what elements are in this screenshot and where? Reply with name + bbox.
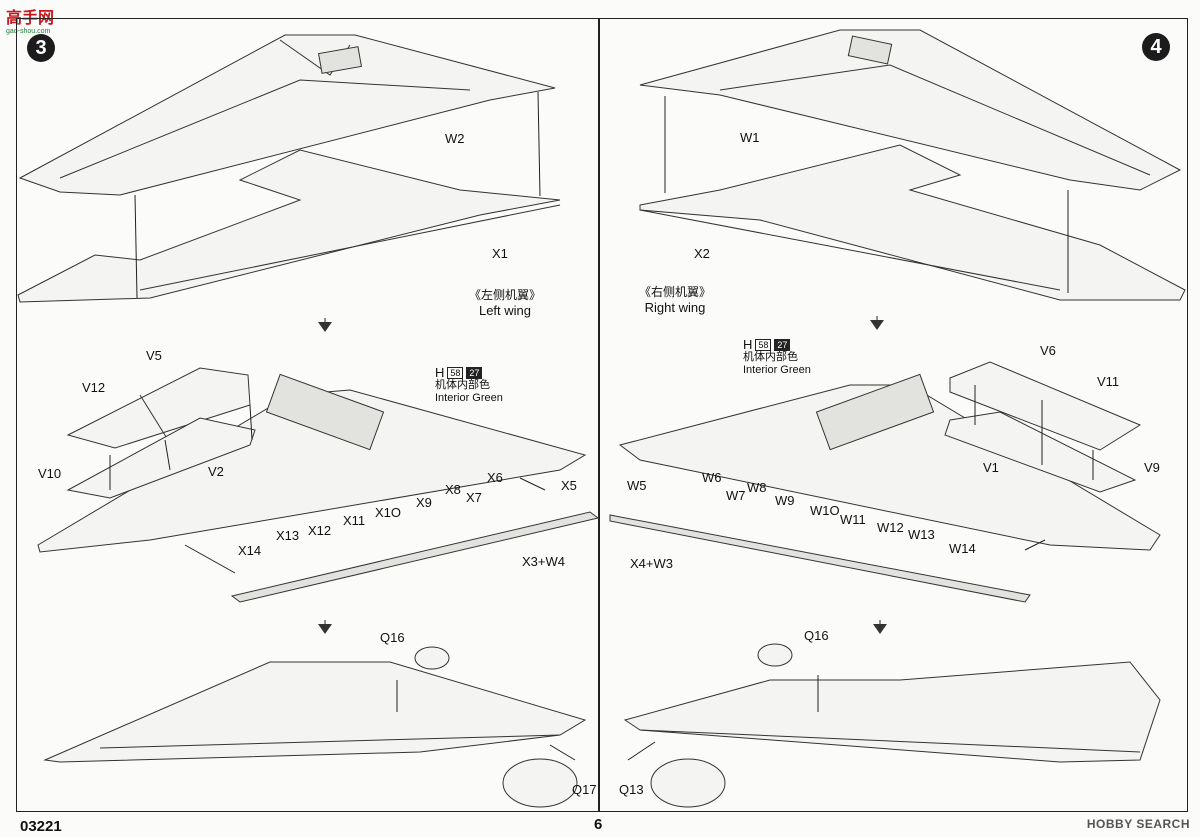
paint-code-box-dark: 27 [466, 366, 483, 379]
left-wing-top-upper-half [18, 34, 556, 196]
step-3-marker: 3 [27, 34, 55, 62]
left-wing-bottom [43, 646, 587, 808]
part-label: W1 [740, 130, 760, 145]
part-label: X8 [445, 482, 461, 497]
part-label: X1 [492, 246, 508, 261]
right-wing-bottom [623, 643, 1161, 808]
part-label: V10 [38, 466, 62, 481]
part-label: X11 [343, 513, 366, 528]
paint-code-box: 58 [755, 338, 772, 351]
part-label: W8 [747, 480, 767, 495]
right-wing-middle [609, 361, 1161, 634]
watermark: HOBBY SEARCH [1086, 817, 1190, 831]
part-label: V11 [1097, 374, 1120, 389]
part-label: V1 [983, 460, 999, 475]
page-border [16, 18, 1188, 812]
paint-name-en: Interior Green [435, 392, 503, 404]
catalog-number: 03221 [20, 818, 62, 835]
right-wing-caption-zh: 《右侧机翼》 [638, 285, 711, 299]
right-wing-caption-en: Right wing [644, 300, 706, 315]
left-wing-top-lower-half [17, 149, 561, 303]
part-label: V5 [146, 348, 162, 363]
left-paint-callout: H 58 27 机体内部色 Interior Green [435, 366, 503, 405]
paint-name-zh: 机体内部色 [435, 379, 490, 391]
part-label: W2 [445, 131, 465, 146]
paint-letter: H [743, 337, 753, 352]
part-label: X3+W4 [522, 554, 565, 569]
part-label: X14 [238, 543, 262, 558]
left-wing-caption-zh: 《左侧机翼》 [468, 288, 541, 302]
part-label: X5 [561, 478, 577, 493]
part-label: X12 [308, 523, 332, 538]
part-label: W11 [840, 512, 866, 527]
left-wing-middle [37, 367, 600, 634]
paint-name-en: Interior Green [743, 364, 811, 376]
panel-divider [598, 18, 600, 812]
left-wing-caption: 《左侧机翼》 Left wing [450, 286, 560, 318]
left-wing-caption-en: Left wing [478, 303, 532, 318]
part-label: X9 [416, 495, 432, 510]
right-wing-top-upper-half [639, 29, 1182, 191]
left-top-arrows [134, 91, 541, 332]
part-label: X2 [694, 246, 710, 261]
paint-code-box: 58 [447, 366, 464, 379]
right-wing-top-lower-half [639, 144, 1186, 301]
part-label: X4+W3 [630, 556, 673, 571]
paint-name-zh: 机体内部色 [743, 351, 798, 363]
site-logo-subtext: gao-shou.com [6, 28, 51, 35]
part-label: X6 [487, 470, 503, 485]
part-label: V9 [1144, 460, 1160, 475]
right-wing-caption: 《右侧机翼》 Right wing [620, 283, 730, 315]
part-label: W1O [810, 503, 840, 518]
right-top-arrows [664, 96, 1069, 330]
part-label: W9 [775, 493, 795, 508]
part-label: W7 [726, 488, 746, 503]
part-label: Q16 [804, 628, 829, 643]
part-label: V12 [82, 380, 106, 395]
part-label: V2 [208, 464, 224, 479]
part-label: W5 [627, 478, 647, 493]
part-label: X1O [375, 505, 402, 520]
part-label: W14 [949, 541, 976, 556]
page-number: 6 [594, 816, 603, 833]
part-label: Q13 [619, 782, 644, 797]
part-label: X13 [276, 528, 300, 543]
part-label: Q17 [572, 782, 597, 797]
right-paint-callout: H 58 27 机体内部色 Interior Green [743, 338, 811, 377]
paint-code-box-dark: 27 [774, 338, 791, 351]
part-label: W6 [702, 470, 722, 485]
step-4-marker: 4 [1142, 33, 1170, 61]
paint-letter: H [435, 365, 445, 380]
part-label: W13 [908, 527, 935, 542]
part-label: Q16 [380, 630, 405, 645]
part-label: W12 [877, 520, 904, 535]
part-label: V6 [1040, 343, 1056, 358]
part-label: X7 [466, 490, 482, 505]
